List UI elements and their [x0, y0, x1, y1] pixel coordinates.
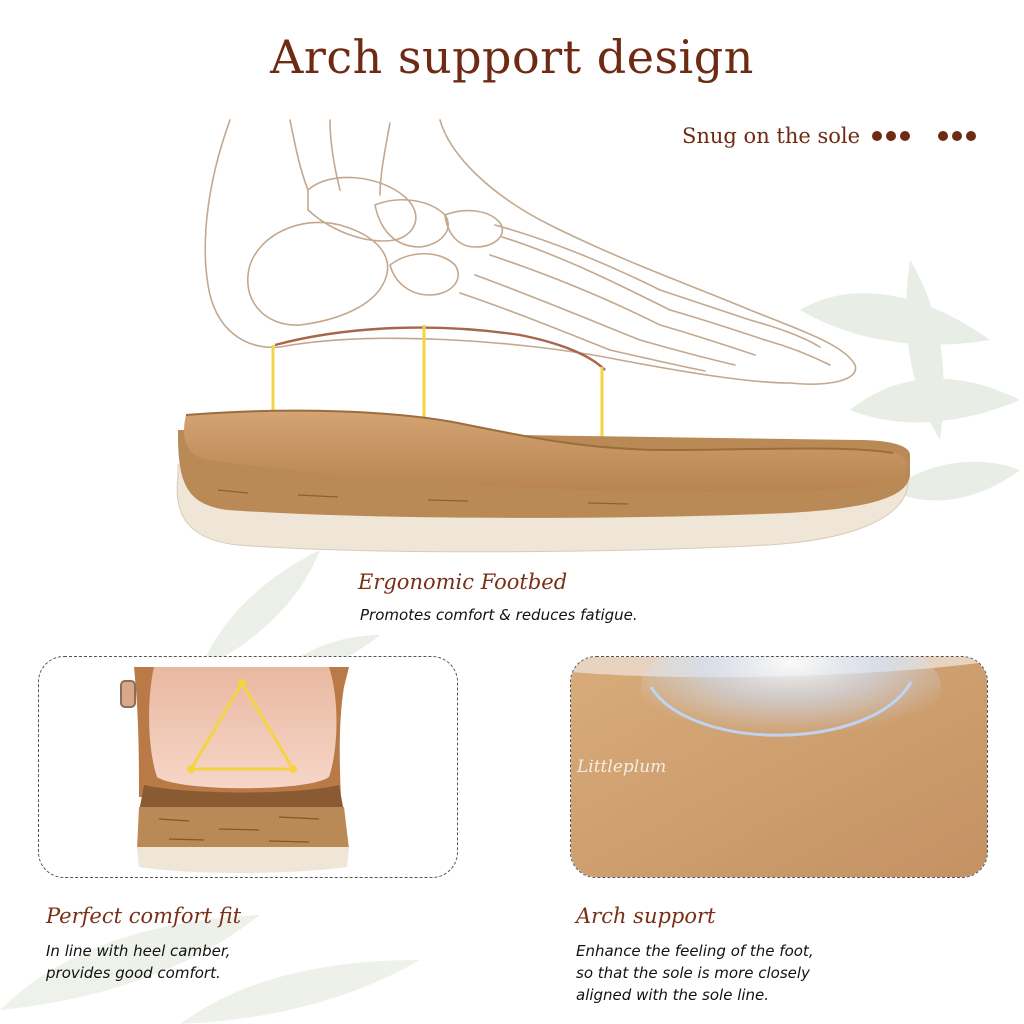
- footbed-description: Promotes comfort & reduces fatigue.: [360, 606, 638, 624]
- insole-illustration: [571, 657, 987, 877]
- right-feature-line: so that the sole is more closely: [576, 964, 810, 982]
- heel-photo-panel: [38, 656, 458, 878]
- tagline: Snug on the sole: [682, 124, 861, 148]
- footbed-heading: Ergonomic Footbed: [358, 570, 568, 594]
- left-feature-text: In line with heel camber, provides good …: [46, 940, 230, 984]
- insole-photo-panel: Littleplum: [570, 656, 988, 878]
- right-feature-text: Enhance the feeling of the foot, so that…: [576, 940, 814, 1006]
- brand-logo: Littleplum: [577, 757, 667, 777]
- left-feature-line: In line with heel camber,: [46, 942, 231, 960]
- foot-skeleton-illustration: [204, 119, 857, 385]
- right-feature-heading: Arch support: [576, 904, 716, 928]
- heel-illustration: [120, 667, 349, 873]
- right-feature-line: aligned with the sole line.: [576, 986, 770, 1004]
- left-feature-heading: Perfect comfort fit: [46, 904, 242, 928]
- page-title: Arch support design: [270, 30, 754, 84]
- sandal-sole-illustration: [176, 409, 910, 553]
- leaf-decoration-bottom: [0, 915, 420, 1024]
- dots-decoration: [872, 131, 976, 141]
- left-feature-line: provides good comfort.: [46, 964, 221, 982]
- right-feature-line: Enhance the feeling of the foot,: [576, 942, 814, 960]
- leaf-decoration-right: [800, 260, 1020, 501]
